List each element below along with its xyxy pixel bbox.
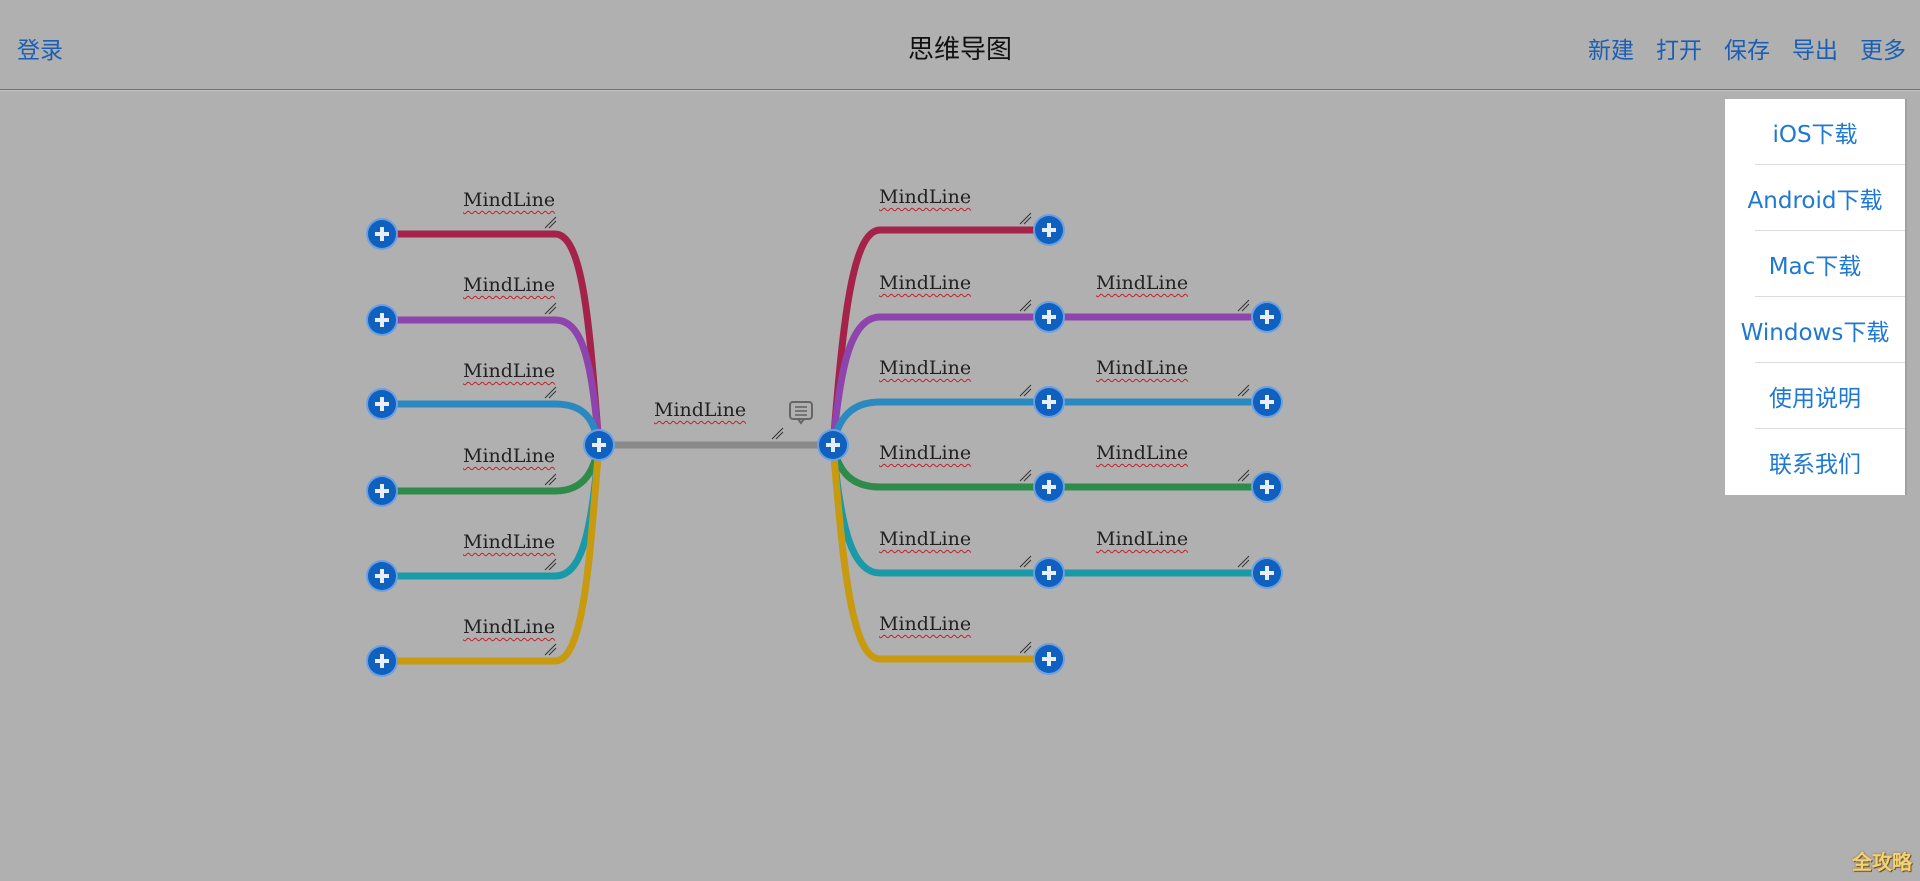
right-branch-1-line [829, 226, 1053, 449]
left-branch-3-expand-button[interactable] [368, 390, 396, 418]
resize-handle-icon [1019, 555, 1032, 568]
menu-item-ios-download[interactable]: iOS下载 [1725, 99, 1905, 165]
save-button[interactable]: 保存 [1724, 38, 1770, 64]
resize-handle-icon [1019, 384, 1032, 397]
left-branch-5-expand-button[interactable] [368, 562, 396, 590]
open-button[interactable]: 打开 [1656, 38, 1702, 64]
left-hub-expand-button[interactable] [585, 431, 613, 459]
resize-handle-icon [1237, 299, 1250, 312]
left-branch-1-line [378, 230, 603, 449]
right-branch-6-expand-button[interactable] [1035, 645, 1063, 673]
right-branch-2-line [829, 313, 1271, 449]
login-link[interactable]: 登录 [17, 38, 63, 64]
right-branch-3-label[interactable]: MindLine [879, 357, 972, 379]
resize-handle-icon [544, 386, 557, 399]
right-branch-6-label[interactable]: MindLine [879, 613, 972, 635]
left-branch-4-label[interactable]: MindLine [463, 445, 556, 467]
menu-item-android-download[interactable]: Android下载 [1725, 165, 1905, 231]
right-branch-4-child-label[interactable]: MindLine [1096, 442, 1189, 464]
right-hub-expand-button[interactable] [819, 431, 847, 459]
left-branch-1-label[interactable]: MindLine [463, 189, 556, 211]
right-branch-5-label[interactable]: MindLine [879, 528, 972, 550]
right-branch-5-expand-button[interactable] [1035, 559, 1063, 587]
right-branch-6-line [829, 441, 1053, 663]
more-button[interactable]: 更多 [1860, 38, 1906, 64]
menu-item-user-guide[interactable]: 使用说明 [1725, 363, 1905, 429]
resize-handle-icon [1019, 299, 1032, 312]
left-branch-2-label[interactable]: MindLine [463, 274, 556, 296]
right-branch-2-label[interactable]: MindLine [879, 272, 972, 294]
left-branch-3-line [378, 400, 603, 449]
right-branch-1-expand-button[interactable] [1035, 216, 1063, 244]
left-branch-2-expand-button[interactable] [368, 306, 396, 334]
left-branch-4-expand-button[interactable] [368, 477, 396, 505]
right-branch-2-child-expand-button[interactable] [1253, 303, 1281, 331]
export-button[interactable]: 导出 [1792, 38, 1838, 64]
resize-handle-icon [544, 216, 557, 229]
left-branch-1-expand-button[interactable] [368, 220, 396, 248]
menu-item-windows-download[interactable]: Windows下载 [1725, 297, 1905, 363]
new-button[interactable]: 新建 [1588, 38, 1634, 64]
resize-handle-icon [544, 473, 557, 486]
menu-item-contact-us[interactable]: 联系我们 [1769, 452, 1861, 478]
resize-handle-icon [1237, 384, 1250, 397]
more-dropdown-menu: iOS下载 Android下载 Mac下载 Windows下载 使用说明 联系我… [1725, 99, 1905, 495]
right-branch-4-label[interactable]: MindLine [879, 442, 972, 464]
page-title: 思维导图 [907, 35, 1012, 65]
right-branch-4-expand-button[interactable] [1035, 473, 1063, 501]
right-branch-5-child-expand-button[interactable] [1253, 559, 1281, 587]
mindmap-connectors [378, 212, 1271, 665]
right-branch-4-child-expand-button[interactable] [1253, 473, 1281, 501]
left-branch-6-label[interactable]: MindLine [463, 616, 556, 638]
resize-handle-icon [1237, 555, 1250, 568]
right-branch-2-child-label[interactable]: MindLine [1096, 272, 1189, 294]
resize-handle-icon [544, 302, 557, 315]
left-branch-5-label[interactable]: MindLine [463, 531, 556, 553]
resize-handle-icon [1019, 212, 1032, 225]
menu-item-mac-download[interactable]: Mac下载 [1725, 231, 1905, 297]
left-branch-2-line [378, 316, 603, 449]
resize-handle-icon [1237, 469, 1250, 482]
right-branch-1-label[interactable]: MindLine [879, 186, 972, 208]
left-branch-6-line [378, 441, 603, 665]
resize-handle-icon [1019, 641, 1032, 654]
root-node-label[interactable]: MindLine [654, 399, 747, 421]
left-branch-6-expand-button[interactable] [368, 647, 396, 675]
comment-icon [789, 401, 813, 425]
resize-handle-icon [544, 558, 557, 571]
right-branch-5-child-label[interactable]: MindLine [1096, 528, 1189, 550]
watermark: 全攻略 [1852, 850, 1912, 874]
resize-handle-icon [1019, 469, 1032, 482]
right-branch-3-child-label[interactable]: MindLine [1096, 357, 1189, 379]
right-branch-2-expand-button[interactable] [1035, 303, 1063, 331]
resize-handle-icon [544, 643, 557, 656]
left-branch-3-label[interactable]: MindLine [463, 360, 556, 382]
top-bar: 登录 思维导图 新建 打开 保存 导出 更多 [0, 0, 1920, 90]
right-branch-3-child-expand-button[interactable] [1253, 388, 1281, 416]
right-branch-3-expand-button[interactable] [1035, 388, 1063, 416]
resize-handle-icon [771, 427, 784, 440]
mindmap-canvas[interactable]: MindLine MindLine MindLine MindLine Mind… [0, 90, 1920, 881]
right-branch-5-line [829, 441, 1271, 577]
toolbar-actions: 新建 打开 保存 导出 更多 [1588, 31, 1906, 65]
